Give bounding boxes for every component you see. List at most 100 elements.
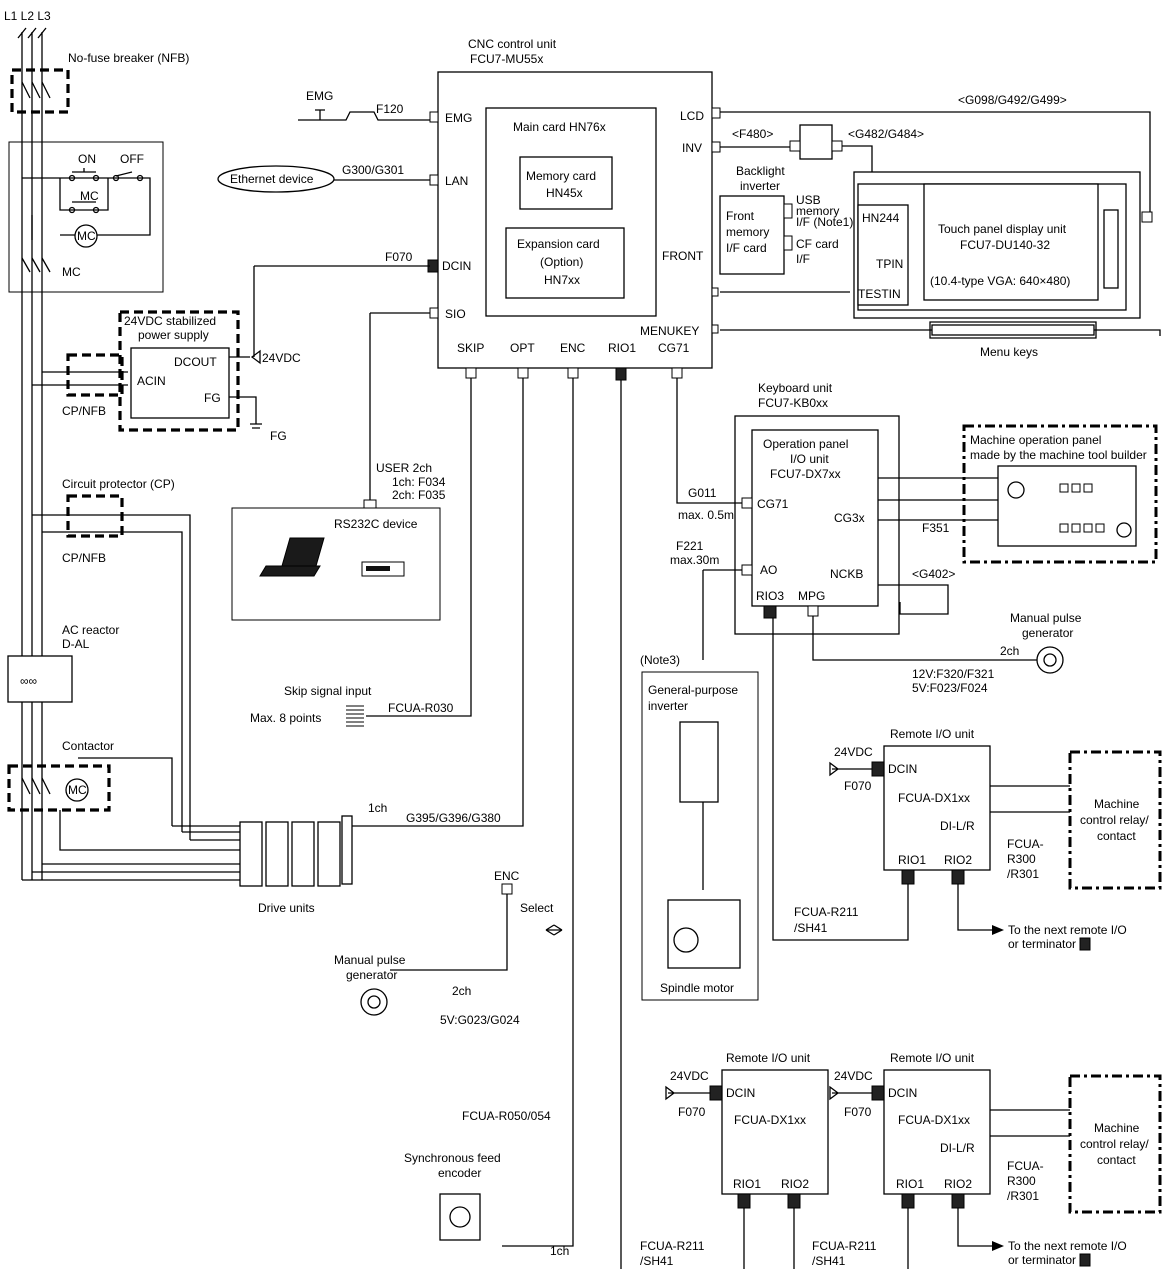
rio-a-title: Remote I/O unit <box>726 1051 811 1065</box>
emg-switch-label: EMG <box>306 89 333 103</box>
kb-rio3: RIO3 <box>756 589 784 603</box>
user-1ch: 1ch: F034 <box>392 475 446 489</box>
ethernet-device <box>217 165 335 193</box>
op-panel-2: I/O unit <box>790 452 829 466</box>
memory-card-2: HN45x <box>546 186 583 200</box>
hn244-label: HN244 <box>862 211 900 225</box>
spindle-note: (Note3) <box>640 653 680 667</box>
rio-b-relay-2: control relay/ <box>1080 1137 1149 1151</box>
f070-dcin-label: F070 <box>385 250 413 264</box>
rio-b-relay-1: Machine <box>1094 1121 1140 1135</box>
rio-top-model: FCUA-DX1xx <box>898 791 970 805</box>
sync-label-1: Synchronous feed <box>404 1151 501 1165</box>
cp-nfb-1 <box>66 353 124 397</box>
rio-a-f070: F070 <box>678 1105 706 1119</box>
skip-cable: FCUA-R030 <box>388 701 454 715</box>
spindle-motor <box>667 899 741 969</box>
op-panel-1: Operation panel <box>763 437 848 451</box>
front-card-1: Front <box>726 209 755 223</box>
rio-top-next-1: To the next remote I/O <box>1008 923 1127 937</box>
sync-feed-encoder <box>439 1193 481 1241</box>
contactor-coil-label: MC <box>68 783 87 797</box>
remote-io-bottom: Remote I/O unit 24VDC F070 DCIN FCUA-DX1… <box>640 1051 1162 1269</box>
rio-b-cable-3: /R301 <box>1007 1189 1039 1203</box>
ethernet-device-label: Ethernet device <box>230 172 314 186</box>
drives-label: Drive units <box>258 901 315 915</box>
enc-area: ENC Select Manual pulse generator 2ch 5V… <box>334 378 574 1258</box>
kb-mpg-label-2: generator <box>1022 626 1073 640</box>
skip-and-drives: Skip signal input Max. 8 points FCUA-R03… <box>239 378 524 915</box>
mc-coil <box>74 224 98 248</box>
rio-top-24vdc: 24VDC <box>834 745 873 759</box>
rio-top-machine-relay <box>1068 750 1162 890</box>
rio-top-cable-2: R300 <box>1007 852 1036 866</box>
psu-24vdc <box>118 310 240 432</box>
rio-a-r211-2: /SH41 <box>640 1254 674 1268</box>
rio-a-rio2: RIO2 <box>781 1177 809 1191</box>
enc-mpg-ch: 2ch <box>452 984 471 998</box>
f351-label: F351 <box>922 521 950 535</box>
rio-b-f070: F070 <box>844 1105 872 1119</box>
expansion-card-2: (Option) <box>540 255 583 269</box>
f221-length: max.30m <box>670 553 719 567</box>
rio-top-relay-2: control relay/ <box>1080 813 1149 827</box>
kb-cg3x: CG3x <box>834 511 865 525</box>
psu-fg: FG <box>204 391 221 405</box>
rio-top-rio2: RIO2 <box>944 853 972 867</box>
backlight-inverter <box>799 124 833 160</box>
cp-nfb-2 <box>66 494 124 538</box>
rio-b-cable-1: FCUA- <box>1007 1159 1044 1173</box>
kb-nckb: NCKB <box>830 567 863 581</box>
rio-a-r211-1: FCUA-R211 <box>640 1239 705 1253</box>
general-purpose-inverter <box>679 721 719 803</box>
drive-units <box>239 815 353 887</box>
enc-top-label: ENC <box>494 869 520 883</box>
g098-label: <G098/G492/G499> <box>958 93 1067 107</box>
power-lines-label: L1 L2 L3 <box>4 9 51 23</box>
rio-b-model: FCUA-DX1xx <box>898 1113 970 1127</box>
menu-keys-label: Menu keys <box>980 345 1038 359</box>
usb-label-1: USB <box>796 193 821 207</box>
op-panel-3: FCU7-DX7xx <box>770 467 841 481</box>
rio-top-r211-2: /SH41 <box>794 921 828 935</box>
machine-operation-panel <box>962 424 1158 564</box>
cp-nfb-1-label: CP/NFB <box>62 404 106 418</box>
laptop-icon <box>259 537 325 577</box>
cp-title: Circuit protector (CP) <box>62 477 175 491</box>
port-sio: SIO <box>445 307 466 321</box>
cnc-control-unit: CNC control unit FCU7-MU55x EMG LAN DCIN… <box>427 37 721 381</box>
g300-label: G300/G301 <box>342 163 404 177</box>
operation-panel-io <box>751 429 879 607</box>
rio-b-next-2: or terminator <box>1008 1253 1076 1267</box>
cf-label-2: I/F <box>796 252 810 266</box>
off-label: OFF <box>120 152 144 166</box>
rio-a-dcin: DCIN <box>726 1086 755 1100</box>
mop-label-2: made by the machine tool builder <box>970 448 1147 462</box>
psu-title-1: 24VDC stabilized <box>124 314 216 328</box>
port-opt: OPT <box>510 341 535 355</box>
rio-b-next-1: To the next remote I/O <box>1008 1239 1127 1253</box>
spindle-frame <box>641 671 759 1001</box>
kb-manual-pulse-generator <box>1036 646 1064 674</box>
cp-nfb-2-label: CP/NFB <box>62 551 106 565</box>
enc-mpg-label-2: generator <box>346 968 397 982</box>
rs232c-device <box>231 507 441 621</box>
rio-a-24vdc: 24VDC <box>670 1069 709 1083</box>
rio-b-dilr: DI-L/R <box>940 1141 975 1155</box>
rio-top-r211-1: FCUA-R211 <box>794 905 859 919</box>
f221-label: F221 <box>676 539 704 553</box>
mc-contact-label: MC <box>62 265 81 279</box>
dcout-24vdc: 24VDC <box>262 351 301 365</box>
rio-a-rio1: RIO1 <box>733 1177 761 1191</box>
contactor-coil <box>65 778 89 802</box>
svg-text:∞∞: ∞∞ <box>20 674 37 688</box>
rio-top-cable-1: FCUA- <box>1007 837 1044 851</box>
port-rio1: RIO1 <box>608 341 636 355</box>
rio-b-rio1: RIO1 <box>896 1177 924 1191</box>
expansion-card-3: HN7xx <box>544 273 580 287</box>
memory-card <box>519 156 613 210</box>
rio-top-next-2: or terminator <box>1008 937 1076 951</box>
lcd-panel <box>923 183 1099 301</box>
r050-label: FCUA-R050/054 <box>462 1109 551 1123</box>
